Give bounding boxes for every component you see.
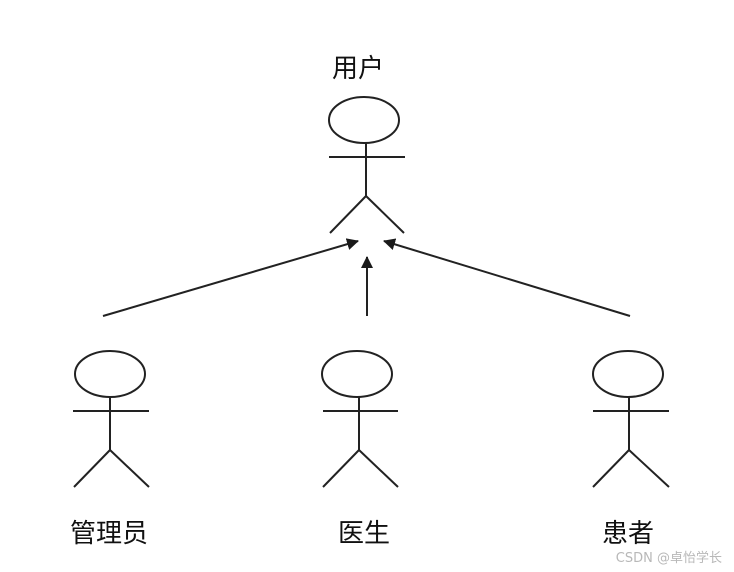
actor-user-head <box>328 96 400 144</box>
actor-user-label: 用户 <box>331 54 385 84</box>
actor-user-figure <box>328 96 405 234</box>
actor-patient-right-leg <box>628 449 670 488</box>
arrow-patient-to-user <box>383 238 631 317</box>
watermark: CSDN @卓怡学长 <box>615 551 722 566</box>
actor-admin-head <box>74 350 146 398</box>
actor-patient-figure <box>592 350 670 488</box>
actor-doctor-left-leg <box>322 449 360 488</box>
actor-user-right-leg <box>365 195 405 234</box>
actor-admin-right-leg <box>109 449 150 488</box>
actor-doctor-label: 医生 <box>337 519 391 549</box>
arrow-admin-to-user <box>102 238 359 317</box>
actor-user-left-leg <box>329 195 367 234</box>
actor-patient-label: 患者 <box>601 519 655 549</box>
actor-admin-left-leg <box>73 449 111 488</box>
actor-doctor-figure <box>321 350 399 488</box>
actor-admin-figure <box>73 350 150 488</box>
actor-patient-head <box>592 350 664 398</box>
actor-doctor-right-leg <box>358 449 399 488</box>
actor-admin-label: 管理员 <box>69 519 149 549</box>
actor-doctor-head <box>321 350 393 398</box>
actor-patient-left-leg <box>592 449 630 488</box>
